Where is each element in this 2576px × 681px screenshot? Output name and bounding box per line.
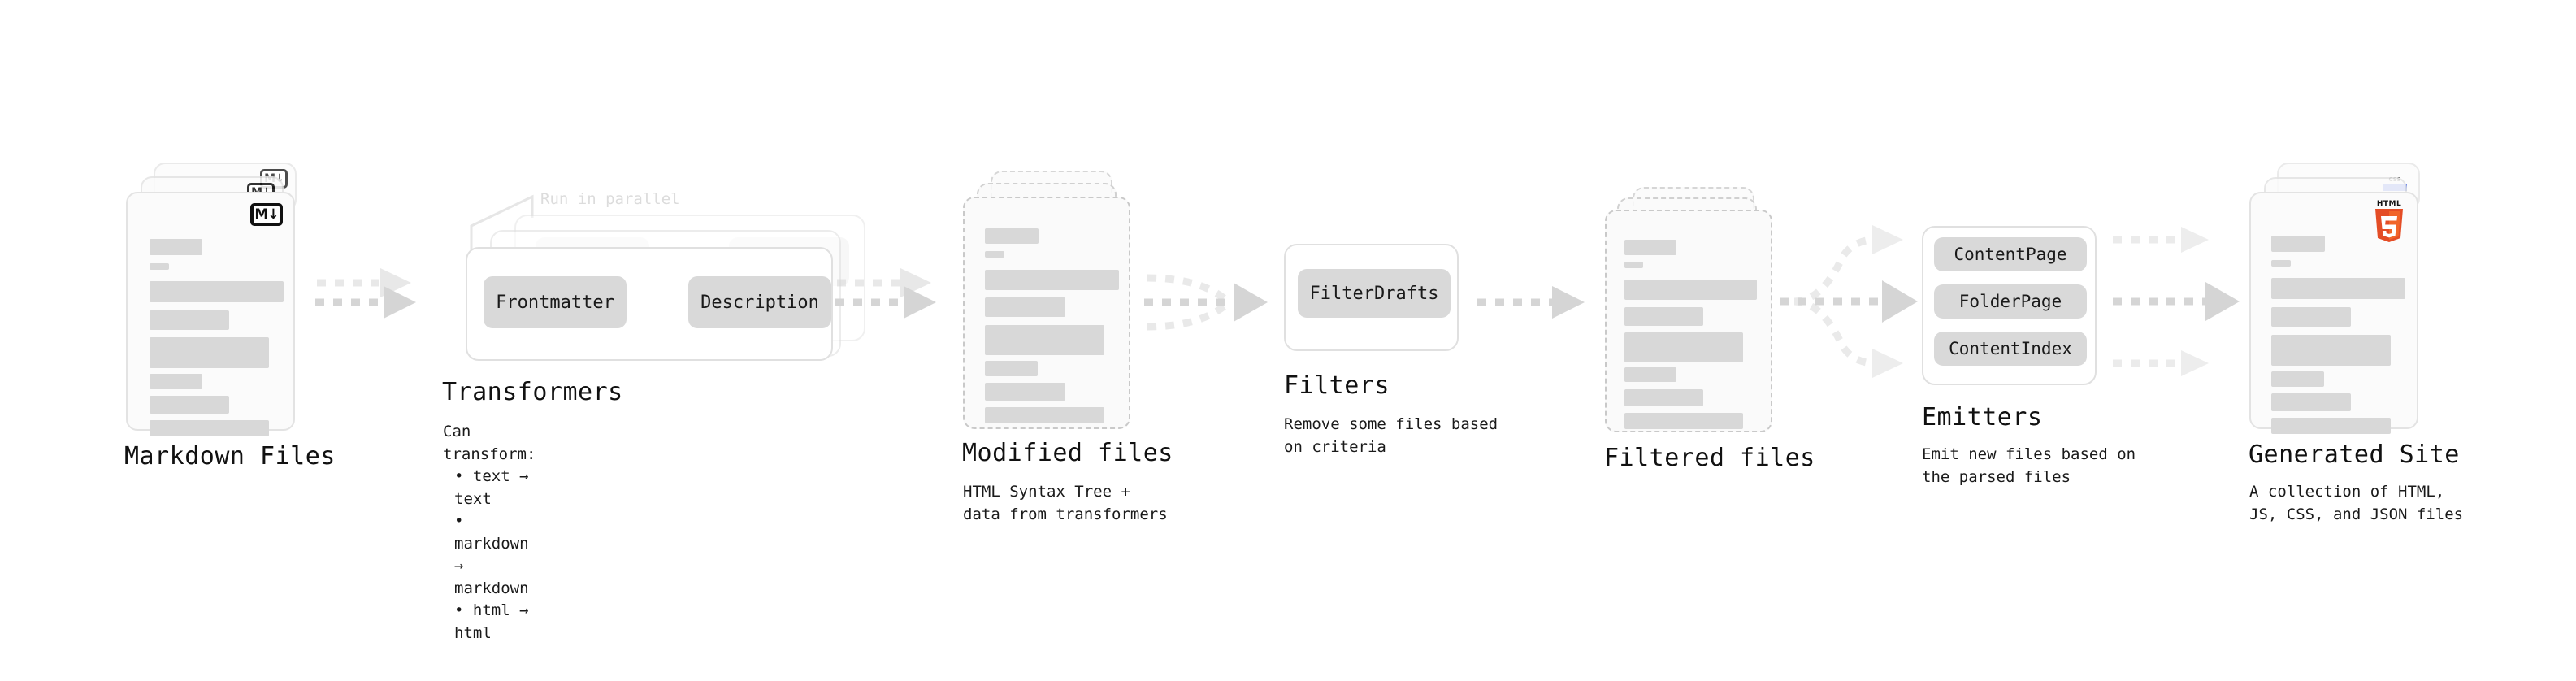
skeleton-line bbox=[2271, 260, 2291, 267]
bullet-item: • markdown → markdown bbox=[454, 512, 529, 597]
flow-arrow-4 bbox=[1471, 270, 1593, 343]
subtitle-line: HTML Syntax Tree + bbox=[963, 483, 1130, 501]
html5-label: HTML bbox=[2376, 200, 2402, 208]
subtitle-line: Emit new files based on bbox=[1922, 445, 2136, 463]
skeleton-line bbox=[1624, 413, 1743, 429]
stage-generated-site: CSS HTML bbox=[2249, 163, 2463, 523]
skeleton-line bbox=[150, 281, 284, 302]
skeleton-line bbox=[985, 297, 1065, 317]
filtered-file-stack bbox=[1605, 187, 1780, 439]
stage-markdown-files: M↓ M↓ M↓ Markdown Files bbox=[124, 163, 335, 471]
skeleton-line bbox=[1624, 240, 1676, 255]
skeleton-line bbox=[150, 337, 269, 368]
transformer-pill-description[interactable]: Description bbox=[688, 276, 831, 328]
stage-subtitle-emitters: Emit new files based on the parsed files bbox=[1922, 444, 2136, 488]
filter-pill-filterdrafts[interactable]: FilterDrafts bbox=[1298, 269, 1451, 318]
subtitle-line: JS, CSS, and JSON files bbox=[2249, 505, 2464, 523]
skeleton-line bbox=[985, 325, 1104, 355]
skeleton-line bbox=[2271, 418, 2391, 434]
skeleton-line bbox=[1624, 389, 1703, 406]
transformers-bullet-list: Can transform: • text → text • markdown … bbox=[443, 421, 536, 644]
bullet-item: • text → text bbox=[454, 467, 529, 508]
modified-card-front bbox=[963, 197, 1130, 429]
emitter-pill-contentindex[interactable]: ContentIndex bbox=[1934, 332, 2087, 366]
stage-subtitle-modified-files: HTML Syntax Tree + data from transformer… bbox=[963, 481, 1168, 526]
run-in-parallel-label: Run in parallel bbox=[540, 190, 680, 208]
flow-arrow-3-converging bbox=[1138, 244, 1284, 366]
stage-title-generated-site: Generated Site bbox=[2249, 440, 2460, 469]
skeleton-line bbox=[1624, 367, 1676, 382]
stage-title-emitters: Emitters bbox=[1922, 403, 2043, 432]
subtitle-line: A collection of HTML, bbox=[2249, 483, 2445, 501]
stage-title-filtered-files: Filtered files bbox=[1604, 444, 1815, 472]
skeleton-line bbox=[985, 361, 1038, 376]
transformer-pill-frontmatter[interactable]: Frontmatter bbox=[484, 276, 627, 328]
skeleton-line bbox=[150, 396, 229, 414]
stage-title-modified-files: Modified files bbox=[962, 439, 1173, 467]
skeleton-line bbox=[150, 239, 202, 255]
skeleton-line bbox=[150, 374, 202, 389]
skeleton-line bbox=[2271, 371, 2324, 387]
skeleton-line bbox=[2271, 393, 2351, 411]
markdown-badge-icon: M↓ bbox=[250, 203, 283, 226]
emitter-pill-contentpage[interactable]: ContentPage bbox=[1934, 237, 2087, 271]
skeleton-line bbox=[985, 228, 1039, 244]
filtered-card-front bbox=[1605, 210, 1772, 432]
bullets-heading: Can transform: bbox=[443, 423, 536, 463]
stage-title-transformers: Transformers bbox=[442, 378, 623, 406]
flow-arrow-6-merging bbox=[2105, 223, 2267, 386]
skeleton-line bbox=[985, 270, 1119, 290]
stage-subtitle-filters: Remove some files based on criteria bbox=[1284, 414, 1498, 458]
skeleton-line bbox=[2271, 335, 2391, 366]
transformer-card-front: Frontmatter Description bbox=[466, 247, 833, 361]
skeleton-line bbox=[1624, 307, 1703, 326]
generated-card-front: HTML bbox=[2249, 192, 2418, 434]
skeleton-line bbox=[150, 420, 269, 436]
html5-badge-icon: HTML bbox=[2372, 200, 2406, 242]
flow-arrow-5-branching bbox=[1780, 223, 1934, 386]
stage-title-filters: Filters bbox=[1284, 371, 1390, 400]
stage-subtitle-generated-site: A collection of HTML, JS, CSS, and JSON … bbox=[2249, 481, 2463, 526]
stage-filtered-files: Filtered files bbox=[1604, 187, 1815, 472]
subtitle-line: on criteria bbox=[1284, 437, 1386, 456]
flow-arrow-1 bbox=[309, 268, 423, 349]
emitters-card: ContentPage FolderPage ContentIndex bbox=[1922, 226, 2097, 385]
skeleton-line bbox=[2271, 236, 2325, 252]
modified-file-stack bbox=[963, 171, 1138, 439]
skeleton-line bbox=[1624, 280, 1757, 300]
subtitle-line: the parsed files bbox=[1922, 467, 2071, 486]
subtitle-line: Remove some files based bbox=[1284, 415, 1498, 433]
markdown-file-stack: M↓ M↓ M↓ bbox=[126, 163, 297, 436]
skeleton-line bbox=[985, 407, 1104, 423]
subtitle-line: data from transformers bbox=[963, 505, 1168, 523]
emitter-pill-folderpage[interactable]: FolderPage bbox=[1934, 284, 2087, 319]
generated-file-stack: CSS HTML bbox=[2249, 163, 2424, 434]
skeleton-line bbox=[1624, 332, 1743, 362]
skeleton-line bbox=[150, 310, 229, 330]
skeleton-line bbox=[2271, 278, 2405, 299]
skeleton-line bbox=[985, 383, 1065, 401]
markdown-card-front: M↓ bbox=[126, 192, 295, 436]
filters-card: FilterDrafts bbox=[1284, 244, 1459, 351]
skeleton-line bbox=[1624, 262, 1643, 268]
skeleton-line bbox=[150, 263, 169, 270]
bullet-item: • html → html bbox=[454, 601, 529, 642]
stage-title-markdown-files: Markdown Files bbox=[124, 442, 336, 471]
skeleton-line bbox=[2271, 307, 2351, 327]
stage-modified-files: Modified files HTML Syntax Tree + data f… bbox=[962, 171, 1173, 523]
skeleton-line bbox=[985, 251, 1004, 258]
